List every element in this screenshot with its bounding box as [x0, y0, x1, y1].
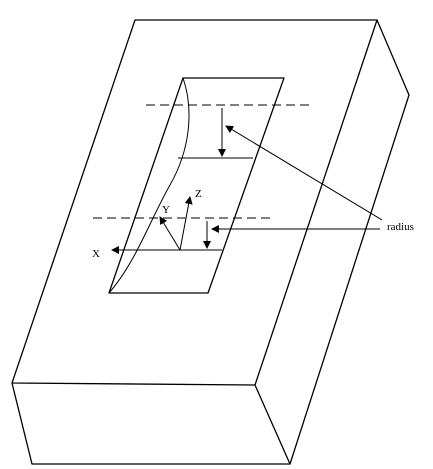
coordinate-axes: [111, 196, 193, 254]
slot-curved-wall: [108, 77, 190, 294]
x-axis-label: X: [92, 248, 100, 260]
block-front-face: [11, 382, 290, 465]
radius-leader-upper: [225, 125, 383, 221]
slot: [108, 77, 285, 294]
z-axis-label: Z: [195, 188, 202, 200]
block: [11, 19, 410, 465]
y-axis-label: Y: [162, 204, 170, 216]
block-right-face: [254, 19, 410, 465]
slot-outline: [108, 77, 285, 294]
radius-label: radius: [387, 221, 414, 233]
y-axis-arrow: [159, 216, 181, 251]
block-top-face: [11, 19, 378, 386]
z-axis-arrow: [179, 196, 193, 251]
